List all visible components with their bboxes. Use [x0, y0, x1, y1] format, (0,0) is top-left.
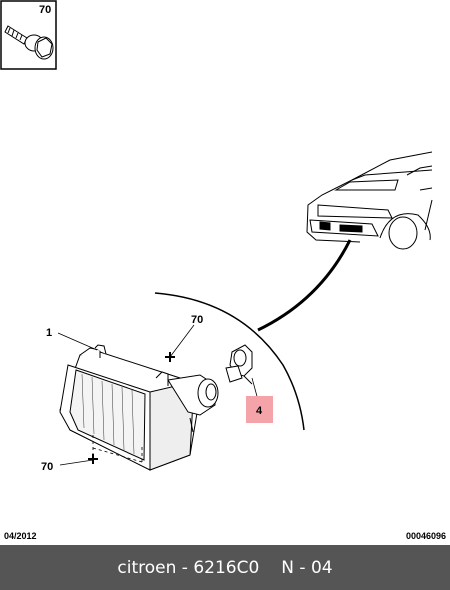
banner-position: N - 04: [281, 557, 333, 578]
screw-inset: 70: [0, 0, 57, 70]
zoom-arc: [154, 292, 305, 431]
callout-part-1: 1: [46, 327, 52, 339]
bulb-icon: [225, 344, 253, 385]
banner-part-number: citroen - 6216C0: [117, 557, 260, 578]
screw-icon: [4, 25, 54, 60]
part-4-highlight[interactable]: [246, 396, 273, 423]
leader-line: [257, 239, 352, 332]
mount-guides: [92, 435, 143, 463]
fog-lamp-housing: [59, 344, 219, 471]
callout-leaders: [57, 324, 259, 466]
footer-code: 00046096: [405, 531, 446, 541]
plus-markers: [88, 352, 175, 464]
callout-part-70-bottom: 70: [41, 461, 53, 473]
part-banner: citroen - 6216C0 N - 04: [0, 545, 450, 590]
inset-label: 70: [39, 4, 51, 16]
callout-part-4[interactable]: 4: [256, 405, 263, 417]
callout-part-70-top: 70: [191, 314, 203, 326]
footer-date: 04/2012: [4, 531, 37, 541]
car-front-icon: [306, 151, 433, 250]
parts-diagram: 70: [0, 0, 433, 473]
